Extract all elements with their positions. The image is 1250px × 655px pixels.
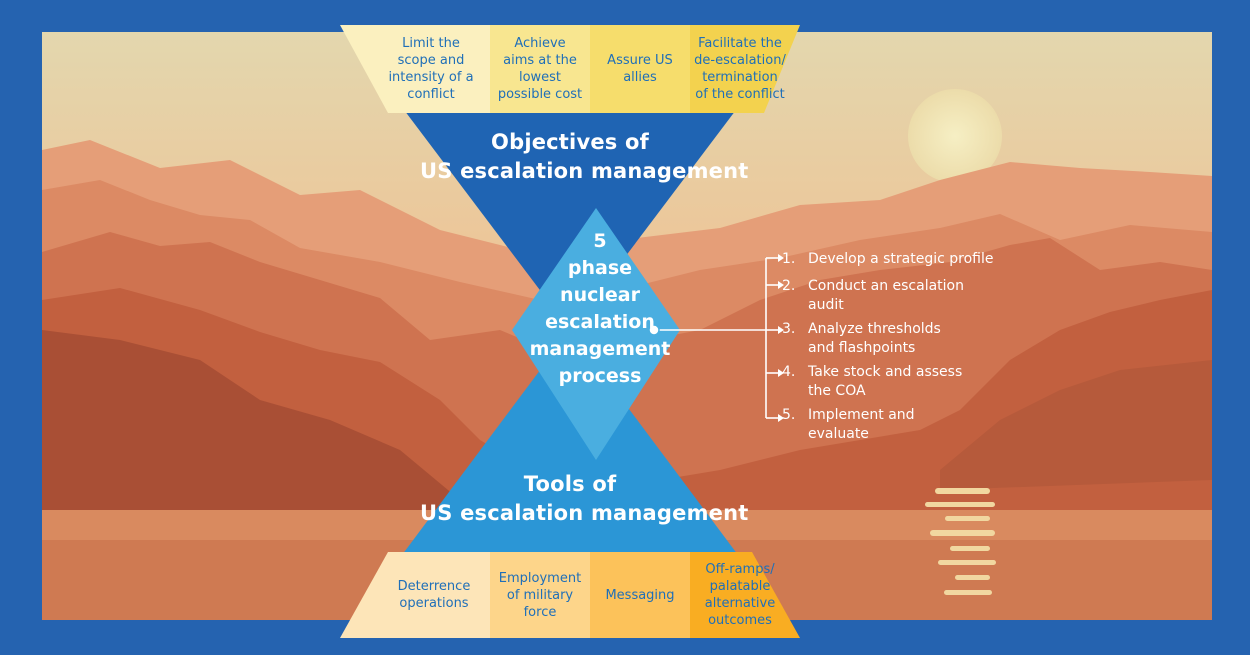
tool-1-line-2: operations (399, 596, 469, 611)
tool-item-4: Off-ramps/ palatable alternative outcome… (690, 555, 790, 635)
process-steps-list: 1. Develop a strategic profile 2. Conduc… (782, 250, 1022, 449)
objective-4-line-3: termination (702, 70, 778, 85)
process-line-6: process (558, 365, 642, 387)
tool-3-line-1: Messaging (605, 587, 675, 603)
objective-1-line-1: Limit the (402, 36, 460, 51)
objective-2-line-3: lowest (518, 70, 562, 85)
objective-3-line-1: Assure US (607, 53, 673, 68)
step-item: 3. Analyze thresholds and flashpoints (782, 320, 1022, 358)
objectives-title-line-1: Objectives of (491, 130, 649, 154)
step-item: 4. Take stock and assess the COA (782, 363, 1022, 401)
process-diamond (512, 208, 680, 460)
objective-cell-bg-3 (590, 25, 690, 113)
objective-item-3: Assure US allies (590, 28, 690, 110)
objective-item-2: Achieve aims at the lowest possible cost (490, 28, 590, 110)
objectives-title: Objectives of US escalation management (420, 128, 749, 186)
tool-4-line-1: Off-ramps/ (705, 562, 775, 577)
tool-cell-bg-3 (590, 552, 690, 638)
step-2-line-1: Conduct an escalation (808, 278, 964, 294)
objective-4-line-2: de-escalation/ (694, 53, 786, 68)
tool-2-line-2: of military (506, 587, 574, 603)
step-number: 3. (782, 321, 796, 337)
left-cliff (42, 330, 520, 540)
process-line-1: 5 (593, 230, 607, 252)
step-5-line-1: Implement and (808, 407, 915, 423)
step-number: 5. (782, 407, 796, 423)
objective-item-1: Limit the scope and intensity of a confl… (375, 28, 487, 110)
objective-4-line-1: Facilitate the (698, 36, 782, 51)
sun (908, 89, 1002, 183)
step-item: 2. Conduct an escalation audit (782, 277, 1022, 315)
objective-cell-bg-2 (490, 25, 590, 113)
objective-1-line-3: intensity of a (388, 70, 474, 85)
objective-4-line-4: of the conflict (695, 87, 785, 102)
connector-arrowheads (778, 254, 784, 422)
tool-4-line-2: palatable (709, 579, 771, 594)
tool-4-line-4: outcomes (708, 613, 772, 628)
step-number: 2. (782, 278, 796, 294)
objective-cell-bg-4 (690, 25, 800, 113)
tool-2-line-3: force (523, 604, 557, 620)
step-3-line-2: and flashpoints (808, 340, 916, 356)
tool-2-line-1: Employment (498, 570, 582, 586)
tool-1-line-1: Deterrence (397, 579, 471, 594)
objective-3-line-2: allies (623, 70, 657, 85)
process-line-5: management (529, 338, 671, 360)
tool-cell-bg-2 (490, 552, 590, 638)
tool-item-1: Deterrence operations (380, 555, 488, 635)
right-cliff (940, 360, 1212, 490)
objective-2-line-1: Achieve (514, 36, 566, 51)
tools-title-line-2: US escalation management (420, 501, 749, 525)
step-number: 1. (782, 251, 796, 267)
step-2-line-2: audit (808, 297, 844, 313)
step-item: 1. Develop a strategic profile (782, 250, 1022, 269)
step-4-line-2: the COA (808, 383, 866, 399)
process-label: 5 phase nuclear escalation management pr… (515, 228, 685, 390)
objective-1-line-4: conflict (407, 87, 455, 102)
tool-cell-bg-1 (340, 552, 490, 638)
tool-4-line-3: alternative (704, 596, 776, 611)
tools-title-line-1: Tools of (523, 472, 617, 496)
process-line-4: escalation (545, 311, 655, 333)
step-5-line-2: evaluate (808, 426, 869, 442)
step-3-line-1: Analyze thresholds (808, 321, 941, 337)
objective-2-line-4: possible cost (497, 87, 583, 102)
process-line-3: nuclear (560, 284, 640, 306)
objective-cell-bg-1 (340, 25, 490, 113)
sun-reflection (925, 488, 996, 595)
step-item: 5. Implement and evaluate (782, 406, 1022, 444)
tool-item-3: Messaging (590, 555, 690, 635)
objective-1-line-2: scope and (397, 53, 465, 68)
step-number: 4. (782, 364, 796, 380)
objective-2-line-2: aims at the (503, 53, 577, 68)
tools-title: Tools of US escalation management (420, 470, 749, 528)
step-1-line-1: Develop a strategic profile (808, 251, 994, 267)
connector-dot (648, 324, 660, 336)
steps-connector (656, 257, 778, 419)
tool-cell-bg-4 (690, 552, 800, 638)
objectives-title-line-2: US escalation management (420, 159, 749, 183)
process-line-2: phase (567, 257, 633, 279)
objective-item-4: Facilitate the de-escalation/ terminatio… (690, 28, 790, 110)
step-4-line-1: Take stock and assess (808, 364, 963, 380)
tool-item-2: Employment of military force (490, 555, 590, 635)
